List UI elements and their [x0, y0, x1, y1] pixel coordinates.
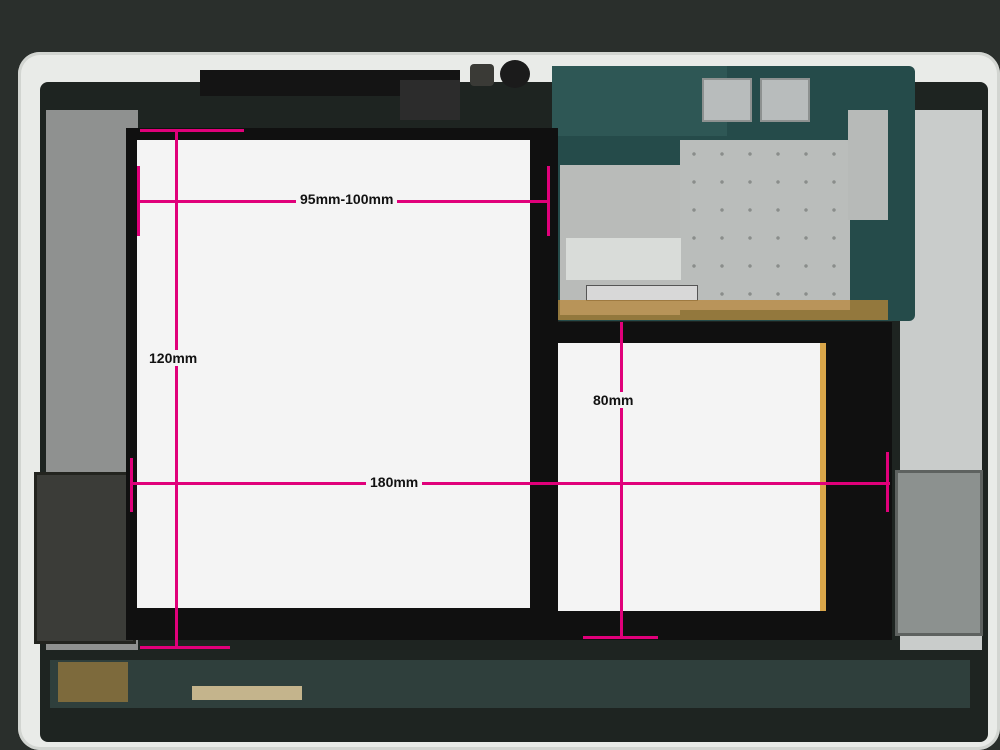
dimension-tick [137, 166, 140, 236]
label-total-width: 180mm [366, 474, 423, 490]
right-speaker [895, 470, 983, 636]
board-label-sticker [566, 238, 681, 280]
left-speaker [34, 472, 136, 644]
dimension-tick [140, 129, 244, 132]
dimension-tick [583, 636, 658, 639]
rf-shield [848, 110, 888, 220]
label-height-right: 80mm [589, 392, 638, 408]
display-flex-cable [548, 300, 888, 320]
front-camera [470, 64, 494, 86]
bottom-flex-cable [58, 662, 128, 702]
top-flex-connector [400, 80, 460, 120]
sim-slot [702, 78, 752, 122]
bottom-connector [192, 686, 302, 700]
label-width-upper: 95mm-100mm [296, 191, 398, 207]
battery-edge-strip [820, 343, 826, 611]
rf-shield [680, 140, 850, 310]
dimension-line-total-width [132, 482, 890, 485]
board-connector [586, 285, 698, 301]
battery-area-large [137, 140, 530, 608]
sim-slot [760, 78, 810, 122]
main-board-upper [552, 66, 727, 136]
dimension-tick [886, 452, 889, 512]
dimension-line-height-right [620, 322, 623, 638]
dimension-tick [140, 646, 230, 649]
dimension-tick [130, 458, 133, 512]
label-height-left: 120mm [145, 350, 202, 366]
dimension-tick [547, 166, 550, 236]
battery-area-small [558, 343, 826, 611]
bottom-board [50, 660, 970, 708]
dimension-line-height-left [175, 130, 178, 648]
rear-camera [500, 60, 530, 88]
